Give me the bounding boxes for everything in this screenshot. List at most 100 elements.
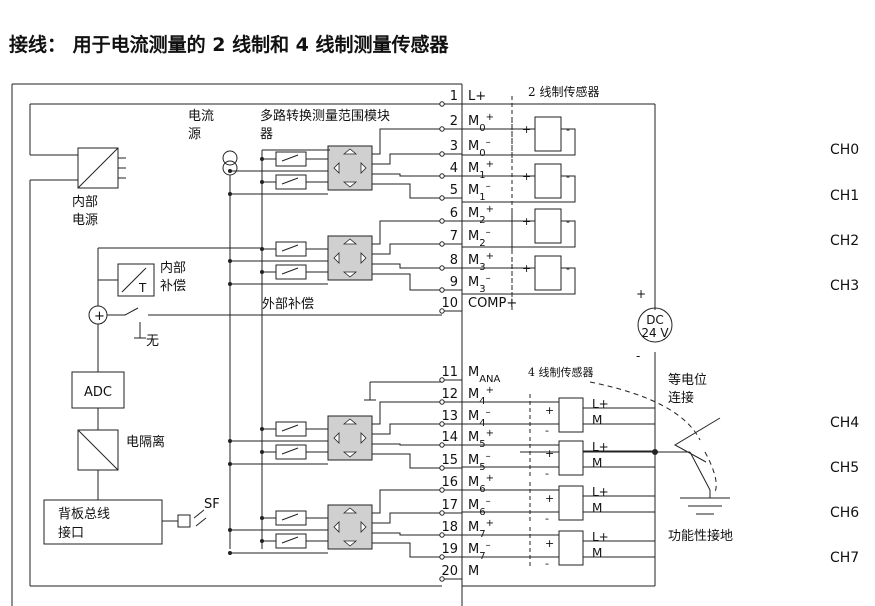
terminal-number: 11: [441, 365, 458, 380]
terminal-7: 7 M2–: [439, 227, 491, 249]
two-wire-label: 2 线制传感器: [528, 84, 599, 99]
terminal-17: 17 M6–: [439, 496, 491, 518]
terminal-name: M4–: [468, 407, 491, 429]
terminal-number: 16: [441, 475, 458, 490]
terminal-name: M0+: [468, 112, 494, 134]
four-wire-label: 4 线制传感器: [528, 365, 594, 379]
terminal-number: 17: [441, 498, 458, 513]
terminal-name: MANA: [468, 365, 501, 385]
terminal-2: 2 M0+: [439, 112, 494, 134]
terminal-name: M7+: [468, 518, 494, 540]
mux-block-1: [228, 220, 440, 291]
svg-text:M: M: [592, 413, 602, 427]
current-source-label-1: 电流: [188, 109, 214, 124]
equipotential-label-1: 等电位: [668, 372, 707, 388]
terminal-number: 5: [450, 183, 458, 198]
terminal-number: 20: [441, 564, 458, 579]
terminal-number: 14: [441, 430, 458, 445]
terminal-18: 18 M7+: [439, 518, 494, 540]
terminal-name: M7–: [468, 540, 491, 562]
terminal-name: M6+: [468, 473, 494, 495]
mux-block-0: [228, 128, 440, 199]
sensor-4wire-2: +-L+M: [462, 482, 655, 525]
terminal-name: M5+: [468, 428, 494, 450]
sensor-2wire-1: +-: [462, 163, 576, 208]
svg-text:+: +: [522, 215, 531, 228]
mux-block-3: [228, 489, 440, 558]
summing-plus: +: [94, 309, 105, 324]
channel-label-ch6: CH6: [830, 505, 860, 521]
terminal-number: 2: [450, 114, 458, 129]
terminal-6: 6 M2+: [439, 204, 494, 226]
terminal-name: M2+: [468, 204, 494, 226]
dc-plus: +: [636, 287, 646, 301]
svg-text:-: -: [566, 170, 570, 183]
adc-label: ADC: [84, 385, 112, 400]
mux-label-2: 器: [260, 127, 273, 142]
channel-label-ch5: CH5: [830, 460, 860, 476]
svg-text:+: +: [545, 537, 554, 550]
svg-text:+: +: [522, 170, 531, 183]
sensor-4wire-3: + - L+ M: [462, 527, 655, 570]
dc-label-2: 24 V: [641, 326, 669, 340]
terminal-14: 14 M5+: [439, 428, 494, 450]
svg-text:+: +: [522, 123, 531, 136]
functional-ground-label: 功能性接地: [668, 528, 733, 544]
internal-comp-label-2: 补偿: [160, 279, 186, 294]
svg-text:L+: L+: [592, 485, 609, 499]
terminal-number: 13: [441, 409, 458, 424]
terminal-number: 9: [450, 275, 458, 290]
channel-label-ch3: CH3: [830, 278, 860, 294]
channel-label-ch1: CH1: [830, 188, 860, 204]
channel-label-ch2: CH2: [830, 233, 860, 249]
internal-comp-label-1: 内部: [160, 260, 186, 276]
t-symbol: T: [138, 281, 147, 295]
sf-label: SF: [204, 497, 220, 512]
svg-text:-: -: [566, 262, 570, 275]
svg-text:-: -: [566, 123, 570, 136]
svg-text:L+: L+: [592, 530, 609, 544]
svg-text:+: +: [522, 262, 531, 275]
terminal-name: M6–: [468, 496, 491, 518]
terminal-16: 16 M6+: [439, 473, 494, 495]
terminal-3: 3 M0–: [439, 137, 491, 159]
svg-text:M: M: [592, 546, 602, 560]
svg-text:-: -: [545, 467, 549, 480]
sensor-2wire-0: +-: [462, 116, 576, 161]
terminal-name: M: [468, 564, 479, 579]
terminal-name: M1+: [468, 159, 494, 181]
svg-text:-: -: [545, 424, 549, 437]
mux-label-1: 多路转换测量范围模块: [260, 108, 390, 124]
svg-text:-: -: [566, 215, 570, 228]
backplane-label-1: 背板总线: [58, 507, 110, 522]
svg-text:L+: L+: [592, 397, 609, 411]
svg-text:-: -: [545, 557, 549, 570]
terminal-name: M2–: [468, 227, 491, 249]
internal-power-label-1: 内部: [72, 194, 98, 210]
no-comp-label: 无: [146, 334, 159, 349]
terminal-name: M3–: [468, 273, 491, 295]
terminal-number: 7: [450, 229, 458, 244]
terminal-name: COMP+: [468, 296, 517, 311]
terminal-name: M4+: [468, 385, 494, 407]
terminal-number: 6: [450, 206, 458, 221]
current-source-label-2: 源: [188, 127, 201, 142]
svg-text:L+: L+: [592, 440, 609, 454]
sensor-4wire-0: + - L+ M: [462, 394, 655, 437]
isolation-label: 电隔离: [126, 434, 165, 450]
terminal-number: 18: [441, 520, 458, 535]
terminal-number: 3: [450, 139, 458, 154]
terminal-name: M0–: [468, 137, 491, 159]
channel-label-ch0: CH0: [830, 142, 860, 158]
svg-text:+: +: [545, 404, 554, 417]
external-comp-label: 外部补偿: [262, 297, 314, 312]
terminal-11: 11 MANA: [439, 365, 501, 385]
internal-power-label-2: 电源: [72, 213, 98, 228]
terminal-13: 13 M4–: [439, 407, 491, 429]
